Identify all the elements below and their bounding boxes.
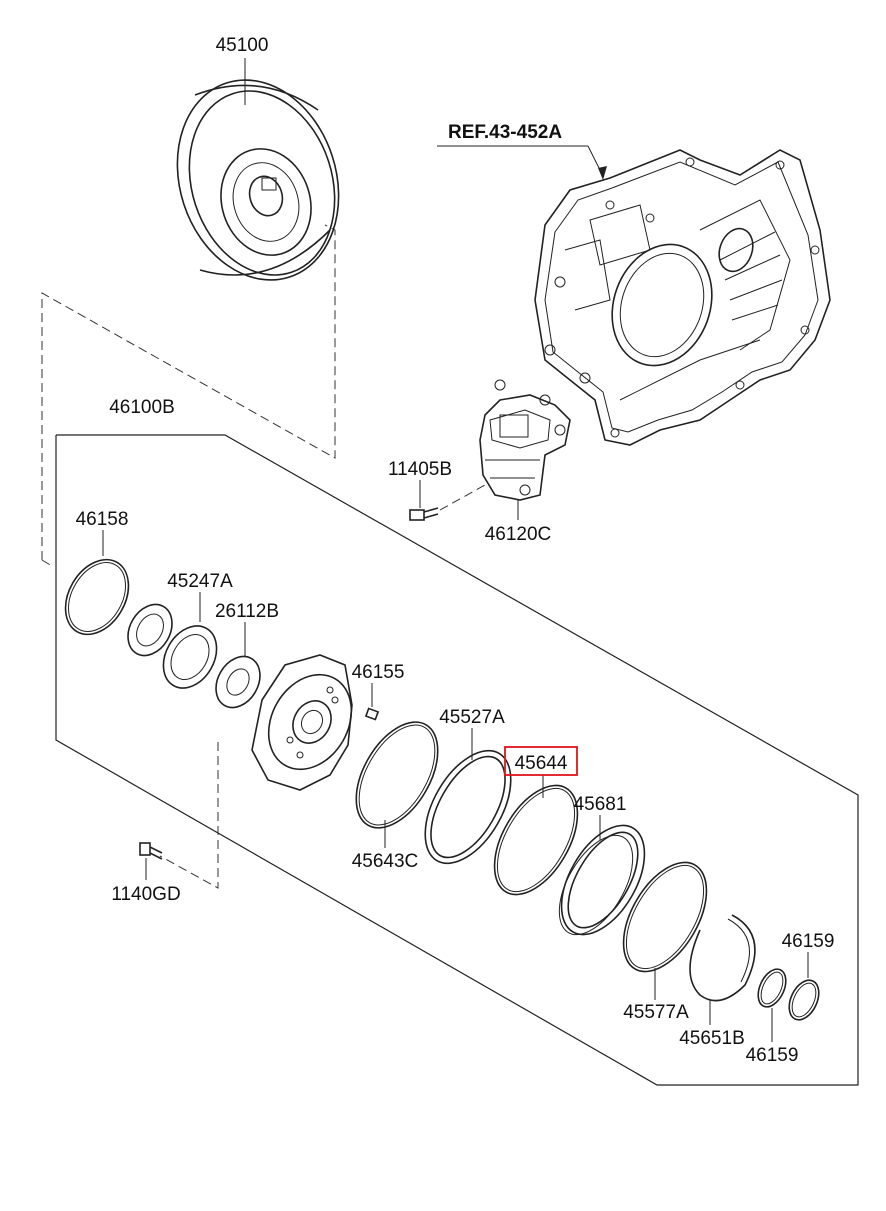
highlight-box-45644 [504,746,578,776]
label-45651B: 45651B [679,1028,745,1049]
label-45643C: 45643C [352,851,419,872]
inner-gear-26112B [215,622,261,709]
bolt-1140GD [139,842,163,880]
seal-rings-46159 [757,952,820,1042]
transmission-housing [437,145,831,446]
label-26112B: 26112B [215,601,279,622]
snap-ring-45651B [689,914,756,1025]
oil-seal [127,603,173,657]
pin-46155 [364,683,380,721]
label-46158: 46158 [76,509,129,530]
outer-gear-45247A [162,592,218,689]
label-46159-bottom: 46159 [746,1045,799,1066]
bolt-11405B [409,480,486,521]
label-45527A: 45527A [439,707,505,728]
callout-labels: 45100 REF.43-452A 46100B 11405B 46120C 4… [76,35,835,1066]
torque-converter-45100 [176,58,340,281]
label-45100: 45100 [216,35,269,56]
label-45577A: 45577A [623,1002,689,1023]
label-46100B: 46100B [109,397,175,418]
label-ref-43-452A: REF.43-452A [448,122,562,143]
label-45247A: 45247A [167,571,233,592]
label-46159-top: 46159 [782,931,835,952]
plate-45681 [558,815,646,936]
oil-pump-body-46120C [479,379,571,520]
pump-housing [251,654,353,791]
label-45681: 45681 [574,794,627,815]
label-1140GD: 1140GD [111,884,180,905]
label-46120C: 46120C [485,524,552,545]
snap-ring-45643C [355,721,439,848]
ring-45527A [424,728,512,865]
o-ring-46158 [64,530,130,636]
ring-45644 [493,775,579,896]
assembly-boundary-lines [41,224,859,1086]
label-11405B: 11405B [388,459,452,480]
label-46155: 46155 [352,662,405,683]
ring-45577A [622,861,708,1000]
label-45644: 45644 [515,753,568,774]
